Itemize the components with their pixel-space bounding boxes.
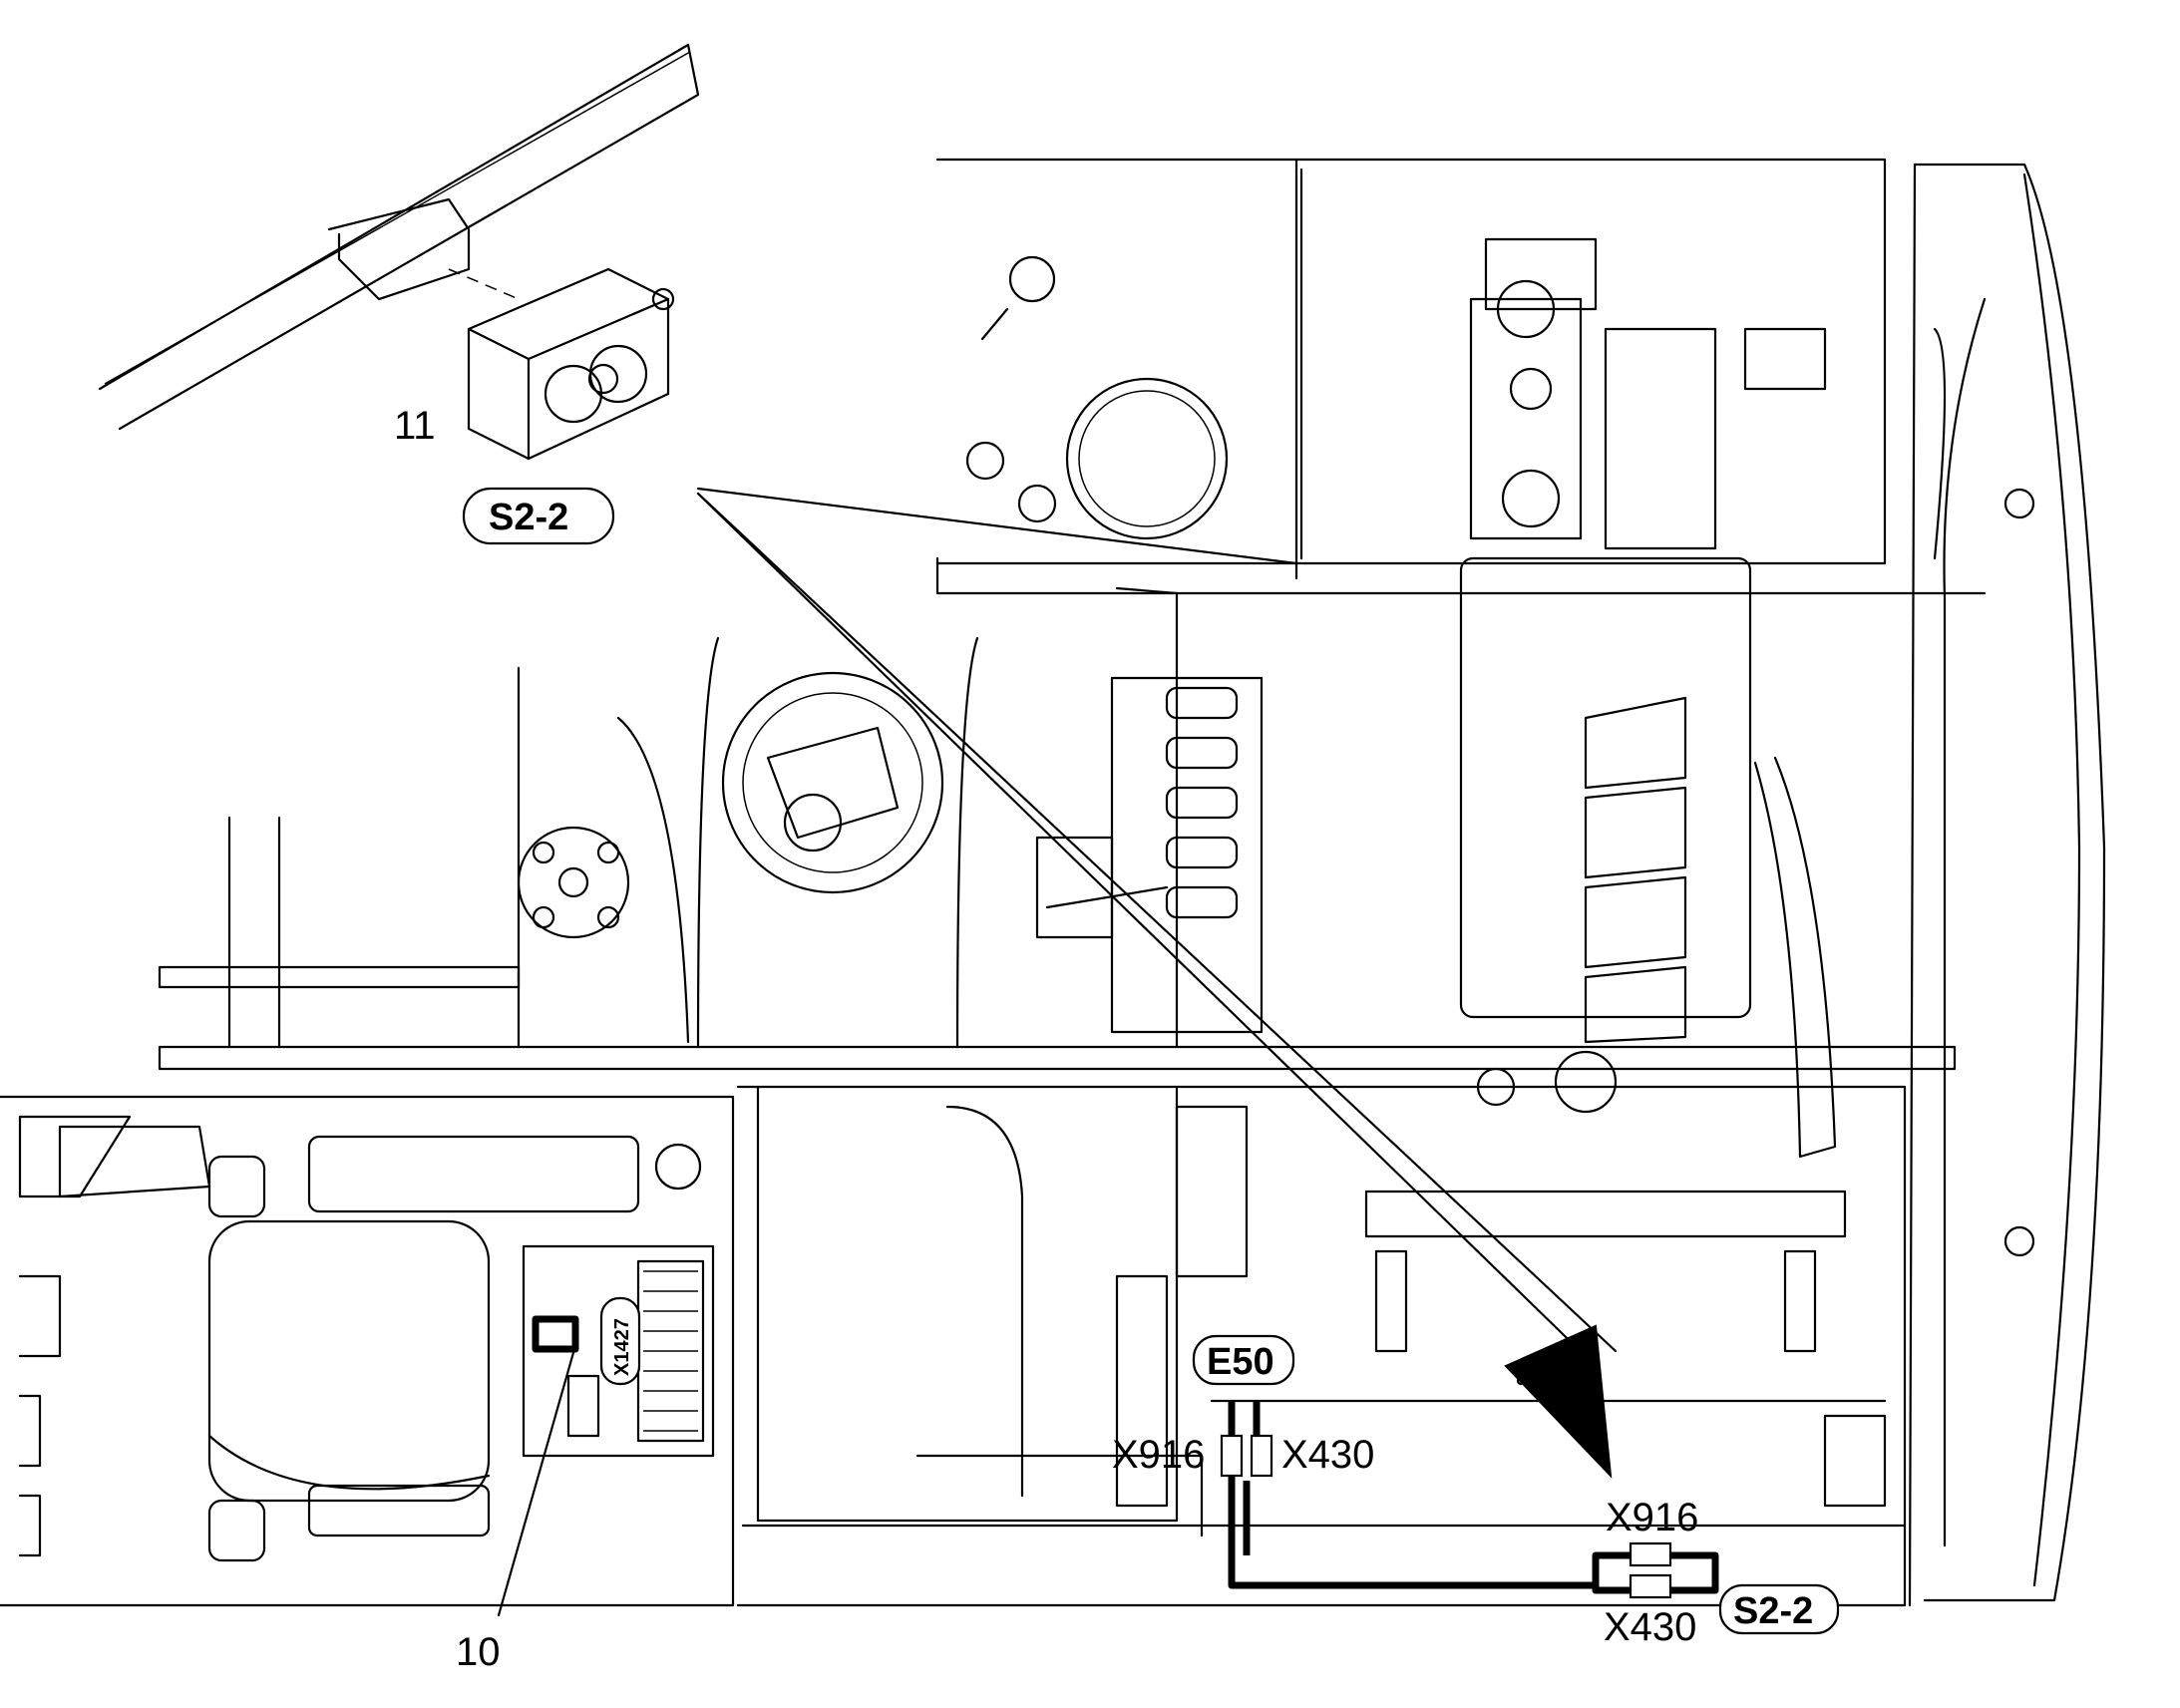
operator-cab: [18, 1115, 702, 1562]
badge-s2-2-bottom: S2-2: [1718, 1583, 1840, 1635]
switch-box: [467, 267, 675, 461]
label-x430-left: X430: [1281, 1433, 1374, 1477]
badge-e50-label: E50: [1207, 1341, 1274, 1383]
label-x916-right: X916: [1606, 1496, 1698, 1539]
callout-11: 11: [394, 404, 436, 448]
middle-deck: [158, 586, 1957, 1071]
label-x916-left: X916: [1112, 1433, 1205, 1477]
badge-s2-2-top-label: S2-2: [489, 497, 568, 538]
direction-arrow: [1504, 1324, 1613, 1479]
badge-s2-2-bottom-label: S2-2: [1733, 1590, 1813, 1632]
badge-x1427: X1427: [599, 1296, 641, 1386]
badge-e50: E50: [1192, 1334, 1295, 1386]
control-valve: [1035, 676, 1264, 1034]
connector-x916-x430-left: [1220, 1434, 1273, 1478]
badge-x1427-label: X1427: [611, 1318, 633, 1376]
leader-lines: [497, 492, 1618, 1617]
cab-rail-assembly: [98, 43, 700, 431]
callout-10: 10: [456, 1630, 501, 1674]
engine: [1364, 237, 1847, 1238]
badge-s2-2-top: S2-2: [462, 487, 615, 545]
connector-x916-x430-right: [1629, 1541, 1672, 1599]
upper-frame: [696, 158, 1987, 595]
swing-ring: [721, 671, 944, 894]
label-x430-right: X430: [1604, 1605, 1696, 1649]
swivel-joint: [517, 826, 630, 939]
right-body-panel: [1908, 163, 2106, 1607]
